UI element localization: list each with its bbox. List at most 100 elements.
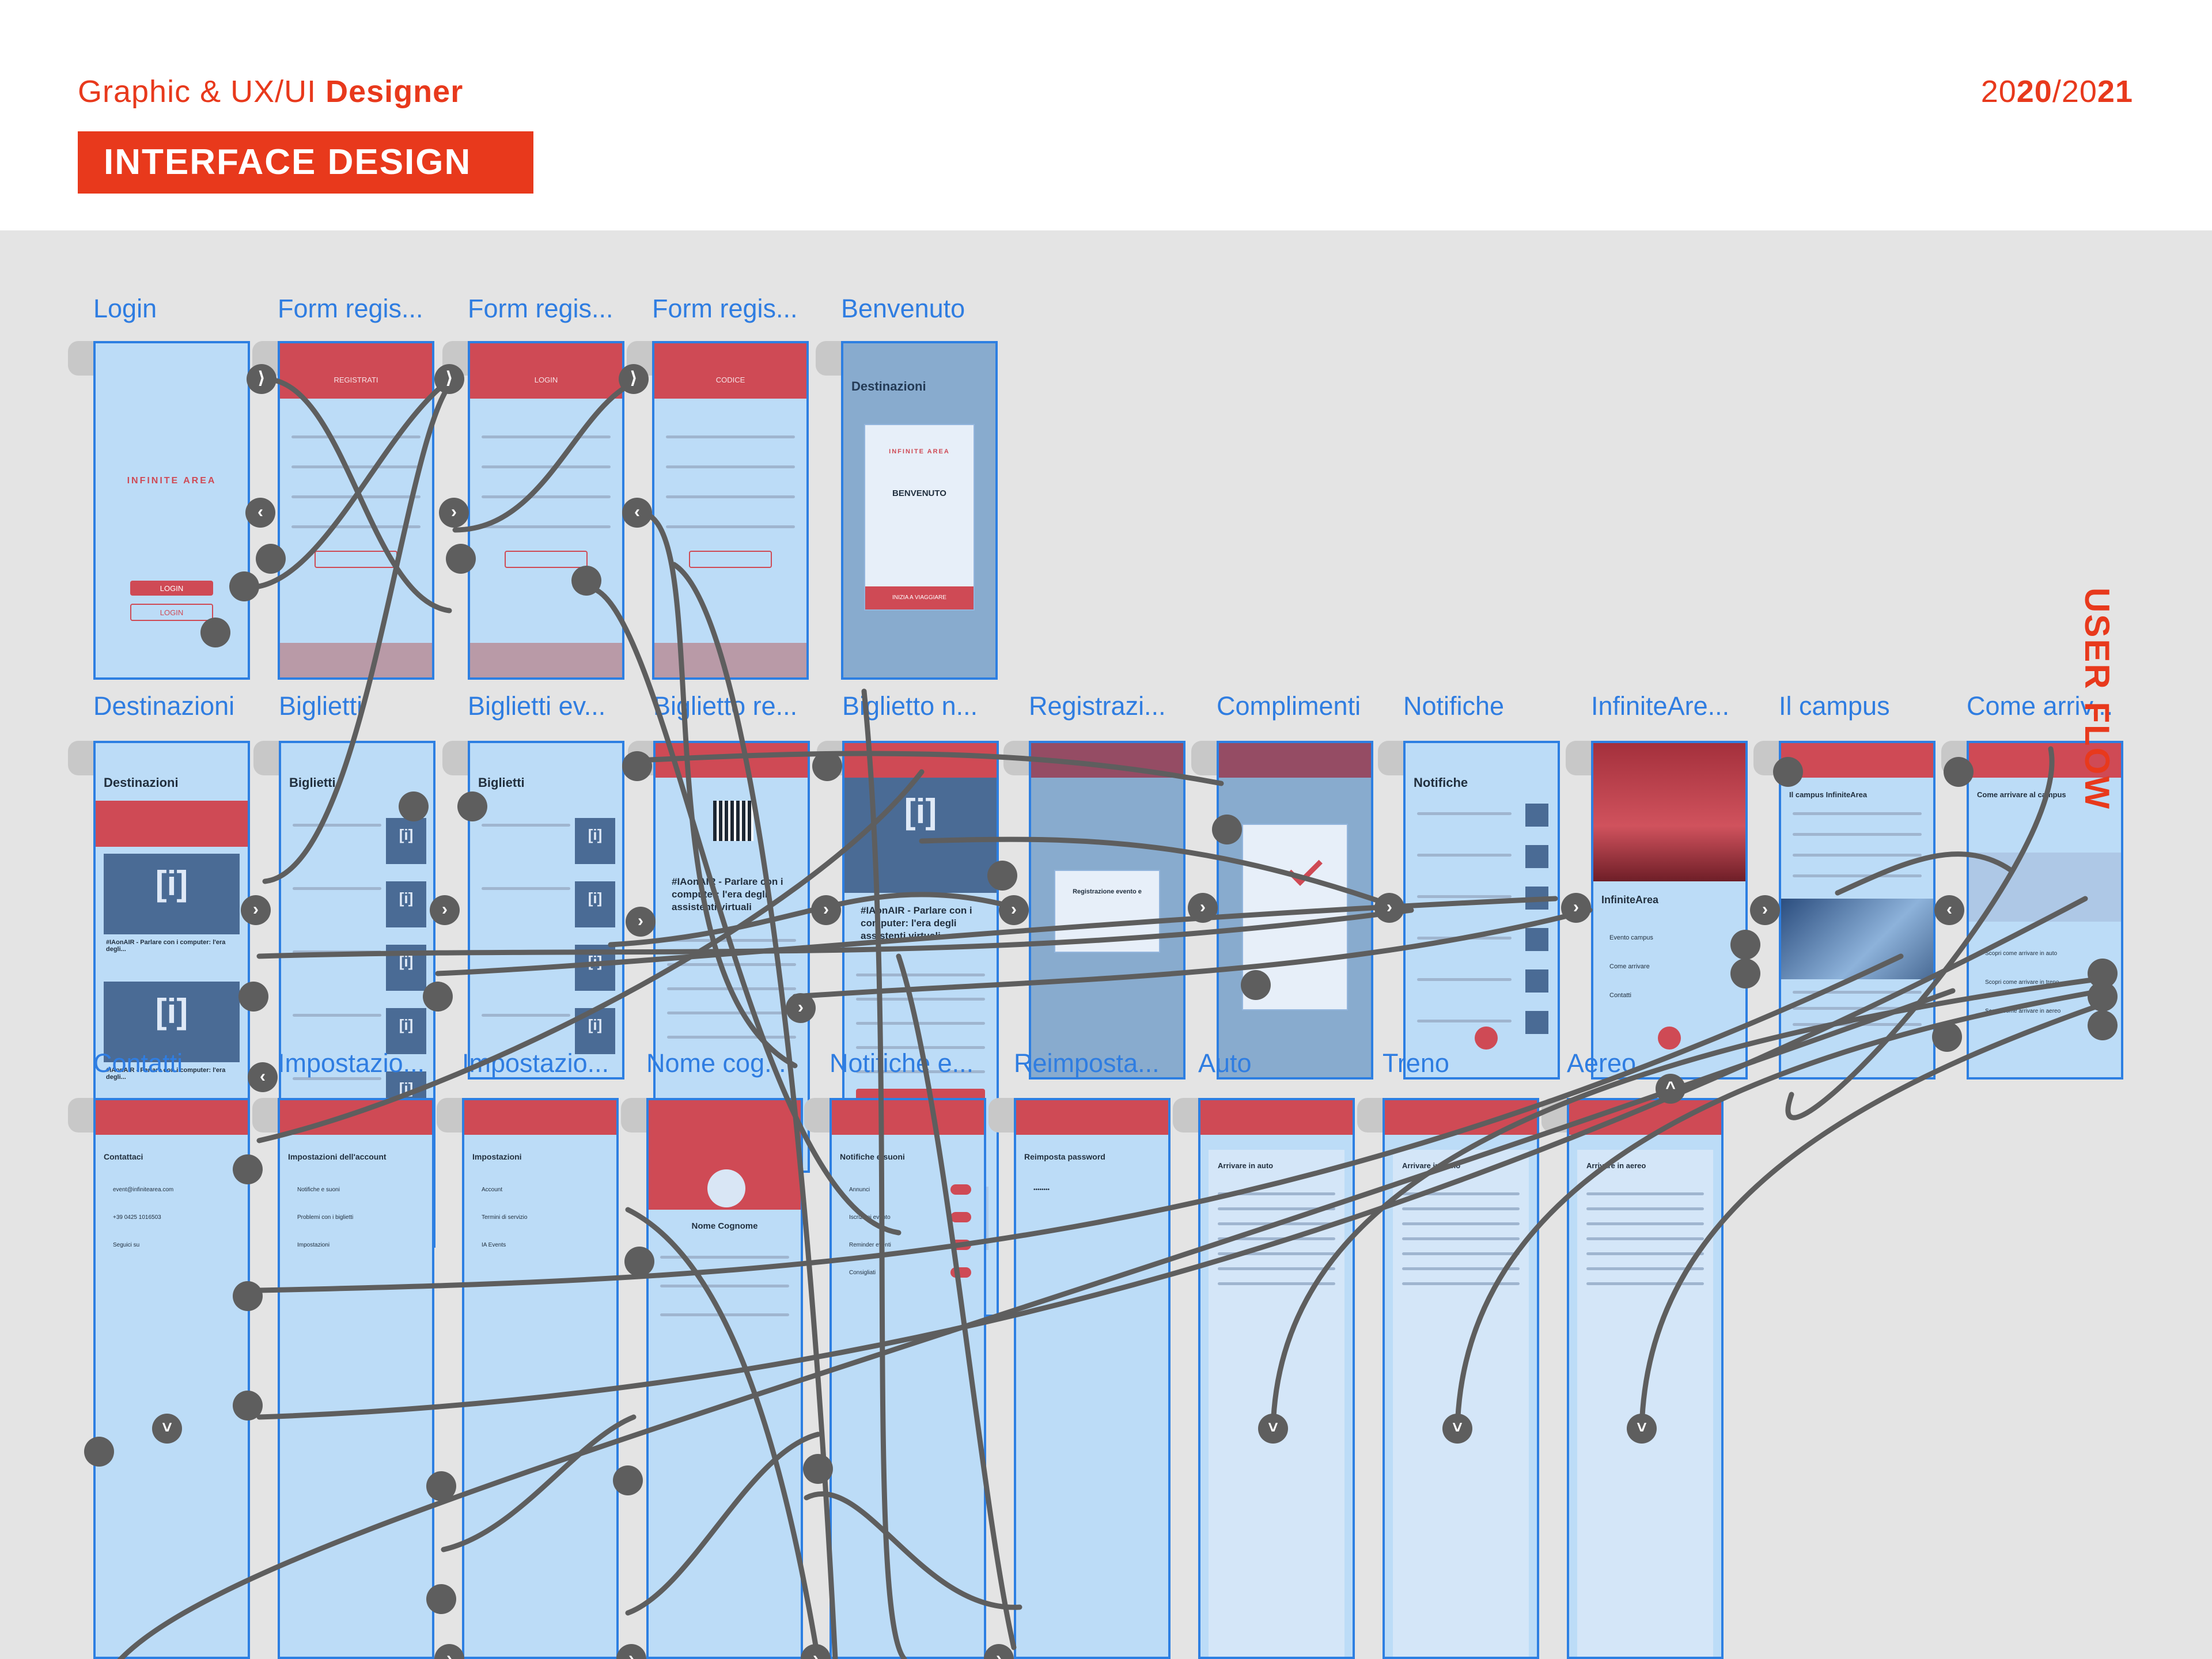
text-line	[1218, 1222, 1335, 1225]
flow-connector-handle[interactable]	[1932, 1022, 1962, 1052]
flow-arrow-handle[interactable]: ‹	[248, 1062, 278, 1092]
flow-connector-handle[interactable]	[987, 861, 1017, 891]
text-line	[1402, 1237, 1520, 1240]
flow-arrow-handle[interactable]: ›	[241, 895, 271, 925]
notification-line	[1417, 812, 1512, 815]
flow-connector-handle[interactable]	[233, 1154, 263, 1184]
flow-arrow-handle[interactable]: ›	[1750, 895, 1780, 925]
screen-frame[interactable]: Nome Cognome	[646, 1098, 803, 1659]
flow-arrow-handle[interactable]: ›	[439, 498, 469, 528]
form-field-line	[291, 525, 421, 528]
flow-connector-handle[interactable]	[457, 791, 487, 821]
screen-frame[interactable]: Reimposta password••••••••	[1014, 1098, 1171, 1659]
flow-connector-handle[interactable]	[256, 544, 286, 574]
flow-arrow-handle[interactable]: ‹	[245, 498, 275, 528]
flow-arrow-handle[interactable]: ˅	[1442, 1414, 1472, 1444]
notification-line	[1417, 978, 1512, 981]
flow-connector-handle[interactable]	[2088, 982, 2118, 1012]
flow-connector-handle[interactable]	[426, 1471, 456, 1501]
header-bar	[464, 1100, 616, 1135]
screen-frame[interactable]: Arrivare in treno	[1382, 1098, 1539, 1659]
flow-arrow-handle[interactable]: ›	[1561, 893, 1591, 923]
flow-connector-handle[interactable]	[803, 1454, 833, 1484]
flow-connector-handle[interactable]	[1730, 959, 1760, 988]
flow-connector-handle[interactable]	[1944, 757, 1974, 787]
flow-connector-handle[interactable]	[812, 751, 842, 781]
flow-arrow-handle[interactable]: ›	[786, 993, 816, 1023]
flow-connector-handle[interactable]	[571, 566, 601, 596]
detail-image-mark: [i]	[844, 791, 997, 831]
screen-frame[interactable]: Biglietti[i][i][i][i]	[468, 741, 624, 1080]
flow-connector-handle[interactable]	[233, 1391, 263, 1421]
form-field-line	[666, 465, 795, 468]
screen-title-label: Notifiche e...	[830, 1048, 974, 1078]
flow-connector-handle[interactable]	[233, 1281, 263, 1311]
screen-frame[interactable]: Notifiche	[1403, 741, 1560, 1080]
screen-frame[interactable]: Registrazione evento e	[1029, 741, 1185, 1080]
app-logo: INFINITE AREA	[96, 476, 248, 486]
flow-connector-handle[interactable]	[426, 1584, 456, 1614]
flow-arrow-handle[interactable]: ›	[801, 1644, 831, 1659]
flow-arrow-handle[interactable]: ˅	[152, 1414, 182, 1444]
arrive-link: Scopri come arrivare in treno	[1985, 979, 2059, 986]
flow-connector-handle[interactable]	[2088, 1010, 2118, 1040]
flow-connector-handle[interactable]	[200, 618, 230, 647]
flow-arrow-handle[interactable]: ›	[811, 895, 841, 925]
flow-connector-handle[interactable]	[1241, 970, 1271, 1000]
screen-frame[interactable]: REGISTRATI	[278, 341, 434, 680]
screen-title-label: Notifiche	[1403, 691, 1504, 721]
flow-arrow-handle[interactable]: ›	[616, 1644, 646, 1659]
text-card	[1393, 1150, 1529, 1657]
flow-arrow-handle[interactable]: ›	[999, 895, 1029, 925]
screen-frame[interactable]	[1217, 741, 1373, 1080]
flow-connector-handle[interactable]	[446, 544, 476, 574]
flow-arrow-handle[interactable]: ⟩	[247, 364, 276, 394]
year-label: 2020/2021	[1981, 74, 2133, 109]
flow-arrow-handle[interactable]: ^	[1656, 1074, 1685, 1104]
screen-frame[interactable]: Arrivare in aereo	[1567, 1098, 1724, 1659]
screen-frame[interactable]: Arrivare in auto	[1198, 1098, 1355, 1659]
screen-frame[interactable]: CODICE	[652, 341, 809, 680]
flow-arrow-handle[interactable]: ›	[1374, 893, 1404, 923]
flow-arrow-handle[interactable]: ›	[430, 895, 460, 925]
flow-connector-handle[interactable]	[229, 571, 259, 601]
flow-arrow-handle[interactable]: ›	[1188, 893, 1218, 923]
flow-arrow-handle[interactable]: ⟩	[434, 364, 464, 394]
flow-arrow-handle[interactable]: ˅	[1258, 1414, 1288, 1444]
flow-connector-handle[interactable]	[84, 1437, 114, 1467]
settings-item: Reminder eventi	[849, 1242, 891, 1248]
flow-arrow-handle[interactable]: ‹	[1934, 895, 1964, 925]
flow-connector-handle[interactable]	[423, 982, 453, 1012]
flow-arrow-handle[interactable]: ˅	[1627, 1414, 1657, 1444]
header-bar	[96, 1100, 248, 1135]
flow-connector-handle[interactable]	[1773, 757, 1803, 787]
screen-title: Il campus InfiniteArea	[1789, 790, 1867, 799]
flow-connector-handle[interactable]	[399, 791, 429, 821]
flow-connector-handle[interactable]	[622, 751, 652, 781]
campus-line	[1793, 1023, 1922, 1026]
flow-arrow-handle[interactable]: ‹	[622, 498, 652, 528]
flow-connector-handle[interactable]	[238, 982, 268, 1012]
screen-title-label: Biglietto re...	[653, 691, 797, 721]
screen-frame[interactable]: LOGIN	[468, 341, 624, 680]
flow-connector-handle[interactable]	[624, 1247, 654, 1277]
flow-connector-handle[interactable]	[1212, 815, 1242, 844]
flow-arrow-handle[interactable]: ⟩	[619, 364, 649, 394]
login-button-label: LOGIN	[96, 584, 248, 593]
flow-arrow-handle[interactable]: ›	[626, 907, 656, 937]
screen-frame[interactable]: Il campus InfiniteArea	[1779, 741, 1936, 1080]
flow-connector-handle[interactable]	[613, 1465, 643, 1495]
screen-title: InfiniteArea	[1601, 894, 1658, 906]
flow-arrow-handle[interactable]: ›	[434, 1644, 464, 1659]
flow-arrow-handle[interactable]: ›	[984, 1644, 1014, 1659]
venue-item: Come arrivare	[1609, 963, 1650, 970]
ticket-line	[293, 887, 381, 890]
settings-item: event@infinitearea.com	[113, 1187, 173, 1193]
flow-connector-handle[interactable]	[1730, 930, 1760, 960]
